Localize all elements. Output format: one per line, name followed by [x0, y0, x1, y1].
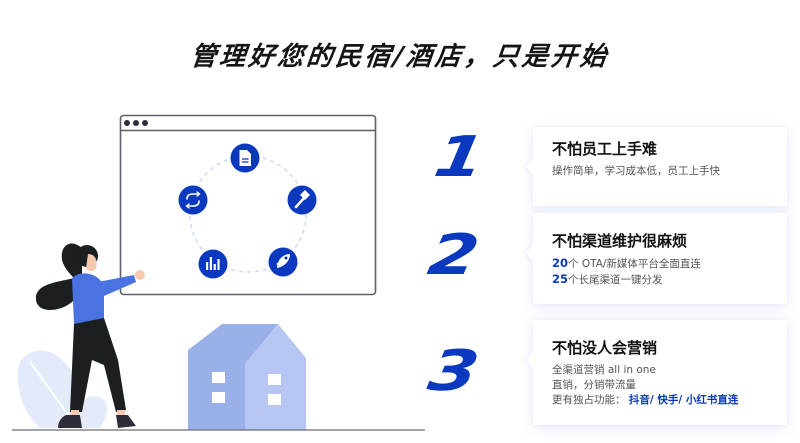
sync-icon	[178, 185, 208, 215]
browser-window	[119, 114, 377, 296]
card-description-line: 直销，分销带流量	[552, 379, 636, 391]
card-description-line: 更有独占功能： 抖音/ 快手/ 小红书直连	[552, 394, 739, 406]
card-title: 不怕员工上手难	[552, 140, 658, 158]
plant-decoration	[17, 350, 107, 428]
bar-chart-icon	[198, 249, 228, 279]
card-title: 不怕渠道维护很麻烦	[552, 232, 688, 250]
hammer-icon	[287, 185, 317, 215]
document-icon	[230, 143, 260, 173]
step-number-3: 3	[423, 339, 484, 404]
window-dot-icon	[133, 120, 139, 126]
card-title: 不怕没人会营销	[552, 339, 658, 357]
step-number-1: 1	[429, 125, 490, 190]
card-description-line: 全渠道营销 all in one	[552, 364, 656, 376]
channel-count: 25	[552, 272, 569, 286]
card-description: 操作简单，学习成本低，员工上手快	[552, 165, 720, 177]
house-illustration	[188, 324, 306, 430]
rocket-icon	[268, 247, 298, 277]
feature-card-3: 不怕没人会营销 全渠道营销 all in one 直销，分销带流量 更有独占功能…	[533, 320, 787, 425]
card-description-line: 20个 OTA/新媒体平台全面直连	[552, 256, 701, 270]
person-illustration	[35, 243, 145, 428]
feature-card-1: 不怕员工上手难 操作简单，学习成本低，员工上手快	[533, 127, 787, 206]
feature-card-2: 不怕渠道维护很麻烦 20个 OTA/新媒体平台全面直连 25个长尾渠道一键分发	[533, 213, 787, 304]
ota-count: 20	[552, 256, 569, 270]
hero-illustration	[12, 114, 425, 431]
exclusive-platforms: 抖音/ 快手/ 小红书直连	[628, 394, 739, 406]
window-dot-icon	[124, 120, 130, 126]
card-description-line: 25个长尾渠道一键分发	[552, 272, 663, 286]
step-number-2: 2	[423, 223, 484, 288]
window-dot-icon	[142, 120, 148, 126]
